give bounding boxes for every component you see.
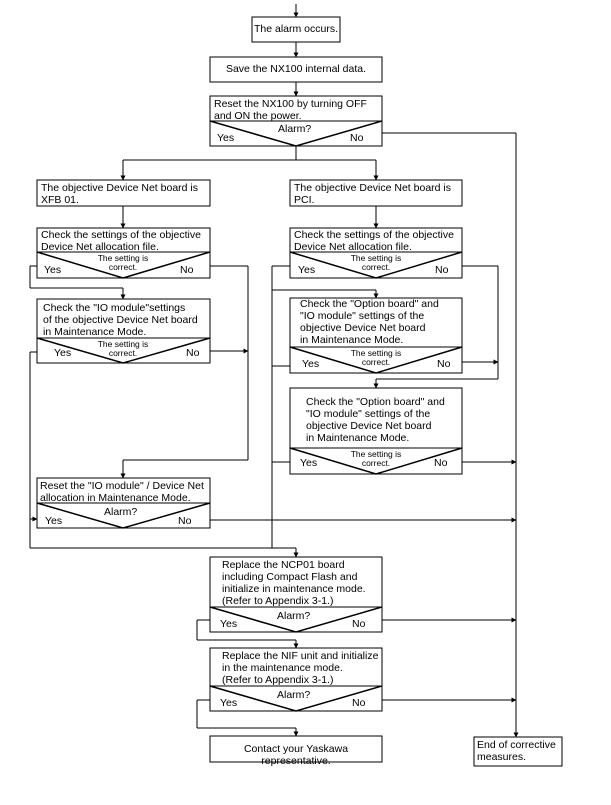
replace-nif-yes: Yes <box>220 697 238 709</box>
check-alloc-left-label: Check the settings of the objective Devi… <box>41 229 201 253</box>
replace-ncp-yes: Yes <box>220 618 238 630</box>
check-option-1-label: Check the "Option board" and "IO module"… <box>300 298 439 346</box>
check-option-1-correct: The setting is correct. <box>350 348 402 367</box>
check-alloc-right-correct: The setting is correct. <box>350 253 402 272</box>
end-label: End of corrective measures. <box>477 739 556 763</box>
reset-io-no: No <box>178 515 192 527</box>
start-label: The alarm occurs. <box>253 23 339 35</box>
check-alloc-left-yes: Yes <box>44 264 62 276</box>
check-io-label: Check the "IO module"settings of the obj… <box>43 302 198 338</box>
check-option-2-no: No <box>434 457 448 469</box>
replace-ncp-label: Replace the NCP01 board including Compac… <box>222 559 366 607</box>
reset-io-alarm: Alarm? <box>104 506 138 518</box>
replace-nif-no: No <box>352 697 366 709</box>
reset-io-yes: Yes <box>45 515 63 527</box>
replace-ncp-alarm: Alarm? <box>277 610 311 622</box>
contact-label: Contact your Yaskawa representative. <box>243 743 349 767</box>
reset-no: No <box>350 132 364 144</box>
check-io-no: No <box>186 347 200 359</box>
check-alloc-left-correct: The setting is correct. <box>97 253 149 272</box>
reset-alarm-label: Alarm? <box>278 123 312 135</box>
check-io-yes: Yes <box>54 347 72 359</box>
check-option-1-yes: Yes <box>302 358 320 370</box>
check-alloc-right-yes: Yes <box>298 264 316 276</box>
replace-ncp-no: No <box>352 618 366 630</box>
check-option-2-label: Check the "Option board" and "IO module"… <box>306 396 445 444</box>
save-label: Save the NX100 internal data. <box>225 63 367 75</box>
reset-io-label: Reset the "IO module" / Device Net alloc… <box>40 480 204 504</box>
check-option-2-correct: The setting is correct. <box>350 449 402 468</box>
replace-nif-label: Replace the NIF unit and initialize in t… <box>222 650 379 686</box>
check-option-2-yes: Yes <box>300 457 318 469</box>
reset-label: Reset the NX100 by turning OFF and ON th… <box>214 98 367 122</box>
check-alloc-right-no: No <box>435 264 449 276</box>
replace-nif-alarm: Alarm? <box>277 689 311 701</box>
check-alloc-left-no: No <box>180 264 194 276</box>
check-option-1-no: No <box>437 358 451 370</box>
check-io-correct: The setting is correct. <box>97 339 149 358</box>
check-alloc-right-label: Check the settings of the objective Devi… <box>294 229 454 253</box>
reset-yes: Yes <box>217 132 235 144</box>
pci-label: The objective Device Net board is PCI. <box>294 182 451 206</box>
xfb-label: The objective Device Net board is XFB 01… <box>41 182 198 206</box>
